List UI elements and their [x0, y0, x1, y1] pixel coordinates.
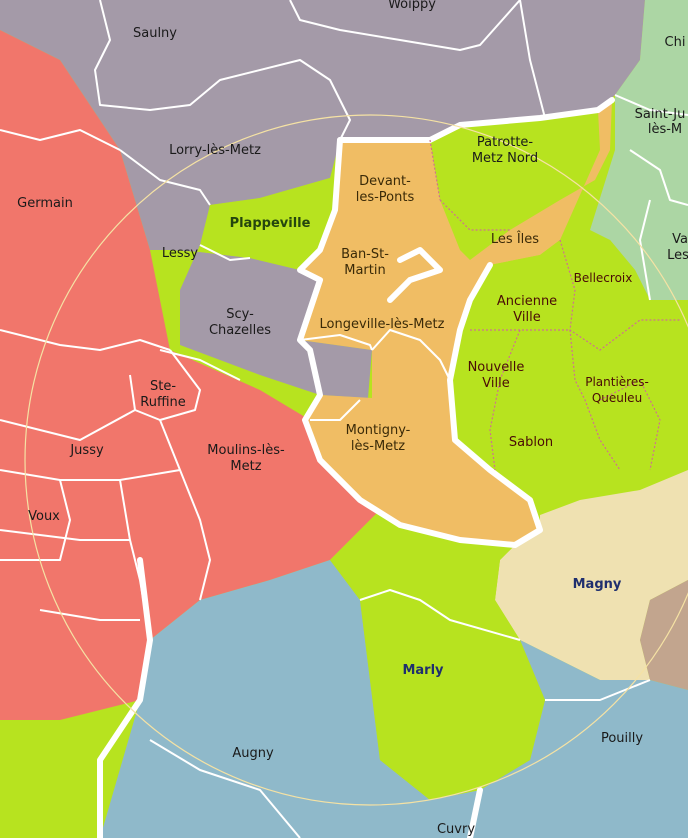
region-center-lime[interactable] — [450, 230, 688, 515]
label-jussy: Jussy — [69, 443, 104, 458]
label-montigny-1: Montigny- — [346, 423, 411, 438]
label-ancienne-1: Ancienne — [497, 294, 557, 309]
label-magny: Magny — [573, 577, 622, 592]
label-bellecroix: Bellecroix — [574, 271, 633, 285]
label-sablon: Sablon — [509, 435, 553, 450]
label-nouvelle-1: Nouvelle — [468, 360, 525, 375]
label-nouvelle-2: Ville — [482, 376, 509, 391]
label-lorry: Lorry-lès-Metz — [169, 143, 261, 158]
label-pouilly: Pouilly — [601, 731, 643, 746]
label-devant-1: Devant- — [359, 174, 411, 189]
label-saint-julien-1: Saint-Ju — [635, 107, 686, 122]
label-ban-1: Ban-St- — [341, 247, 389, 262]
label-chi: Chi — [665, 35, 686, 50]
label-longeville: Longeville-lès-Metz — [320, 317, 445, 332]
region-marly[interactable] — [330, 510, 545, 800]
label-plappeville: Plappeville — [230, 216, 311, 231]
quarter-lines — [429, 139, 680, 471]
label-ste-2: Ruffine — [140, 395, 186, 410]
radius-ring — [24, 114, 688, 806]
label-germain: Germain — [17, 196, 73, 211]
metz-boundary — [97, 97, 615, 838]
label-ban-2: Martin — [344, 263, 385, 278]
label-lessy: Lessy — [162, 246, 199, 261]
region-east-lightgreen[interactable] — [590, 0, 688, 300]
label-marly: Marly — [402, 663, 444, 678]
label-moulins-1: Moulins-lès- — [207, 443, 285, 458]
label-ste-1: Ste- — [150, 379, 176, 394]
label-voux: Voux — [28, 509, 60, 524]
label-plantieres-2: Queuleu — [592, 391, 642, 405]
label-patrotte-2: Metz Nord — [472, 151, 538, 166]
region-pouilly[interactable] — [430, 640, 688, 838]
region-magny[interactable] — [495, 470, 688, 680]
label-plantieres-1: Plantières- — [585, 375, 649, 389]
place-labels: Woippy Saulny Chi Saint-Ju lès-M Germain… — [17, 0, 688, 837]
label-vall-1: Va — [672, 232, 688, 247]
label-devant-2: les-Ponts — [356, 190, 415, 205]
region-southeast-tan[interactable] — [640, 580, 688, 690]
region-augny[interactable] — [100, 560, 430, 838]
label-vall-2: Les — [667, 248, 688, 263]
label-ancienne-2: Ville — [513, 310, 540, 325]
label-cuvry: Cuvry — [437, 822, 475, 837]
region-north-grey[interactable] — [0, 0, 645, 398]
label-saulny: Saulny — [133, 26, 177, 41]
label-scy-2: Chazelles — [209, 323, 271, 338]
label-montigny-2: lès-Metz — [351, 439, 405, 454]
region-plappeville[interactable] — [200, 178, 335, 270]
region-central-orange[interactable] — [300, 100, 612, 545]
label-scy-1: Scy- — [226, 307, 254, 322]
label-augny: Augny — [232, 746, 274, 761]
label-les-iles: Les Îles — [491, 231, 539, 247]
label-patrotte-1: Patrotte- — [477, 135, 534, 150]
label-moulins-2: Metz — [230, 459, 261, 474]
label-woippy: Woippy — [388, 0, 436, 12]
label-saint-julien-2: lès-M — [648, 122, 682, 137]
